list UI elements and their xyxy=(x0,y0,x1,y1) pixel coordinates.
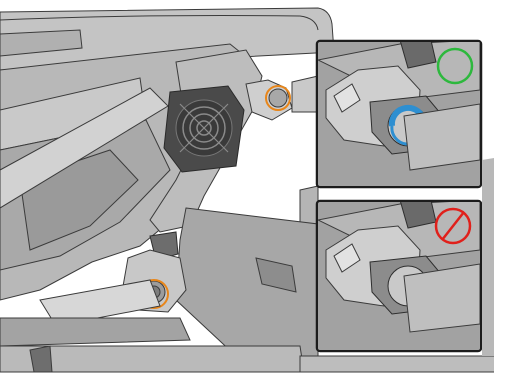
inset-incorrect xyxy=(317,196,481,351)
fan-icon xyxy=(164,86,244,172)
inset-correct xyxy=(317,36,481,187)
